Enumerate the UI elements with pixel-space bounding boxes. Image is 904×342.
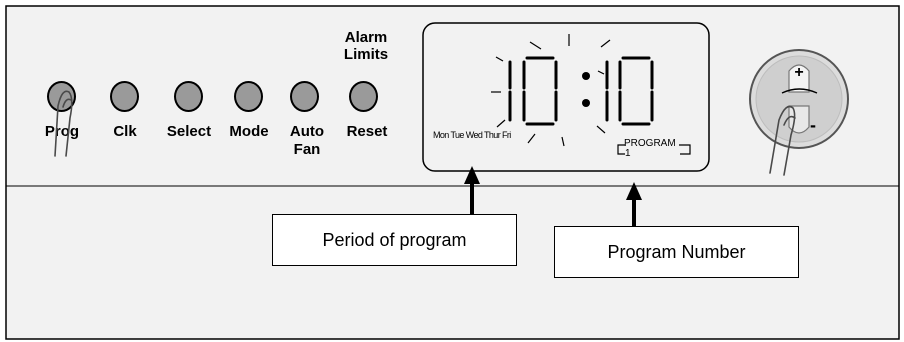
prog-label: Prog [44,123,80,140]
program-number-callout: Program Number [554,226,799,278]
auto-fan-label-line1: Auto [289,123,325,140]
hours-digit-0 [522,56,558,126]
auto-fan-label-line2: Fan [293,141,321,158]
minutes-digit-0 [618,56,654,126]
alarm-label: Alarm [344,29,388,46]
program-number-arrow [626,182,642,226]
colon-dot-bottom [582,99,590,107]
dial-up-key[interactable] [788,64,810,93]
dial-minus-symbol: - [810,115,816,135]
colon-dot-top [582,72,590,80]
program-number: 1 [625,148,631,159]
period-arrow [464,166,480,214]
blink-rays [491,34,611,147]
select-button[interactable] [174,81,203,112]
auto-fan-button[interactable] [290,81,319,112]
reset-button[interactable] [349,81,378,112]
mode-label: Mode [229,123,269,140]
period-of-program-callout: Period of program [272,214,517,266]
program-label: PROGRAM [624,138,676,149]
clk-label: Clk [113,123,137,140]
dial-plus-symbol: + [794,64,804,81]
days-of-week: Mon Tue Wed Thur Fri [433,130,511,140]
select-label: Select [166,123,212,140]
reset-label: Reset [346,123,388,140]
limits-label: Limits [343,46,389,63]
clk-button[interactable] [110,81,139,112]
mode-button[interactable] [234,81,263,112]
